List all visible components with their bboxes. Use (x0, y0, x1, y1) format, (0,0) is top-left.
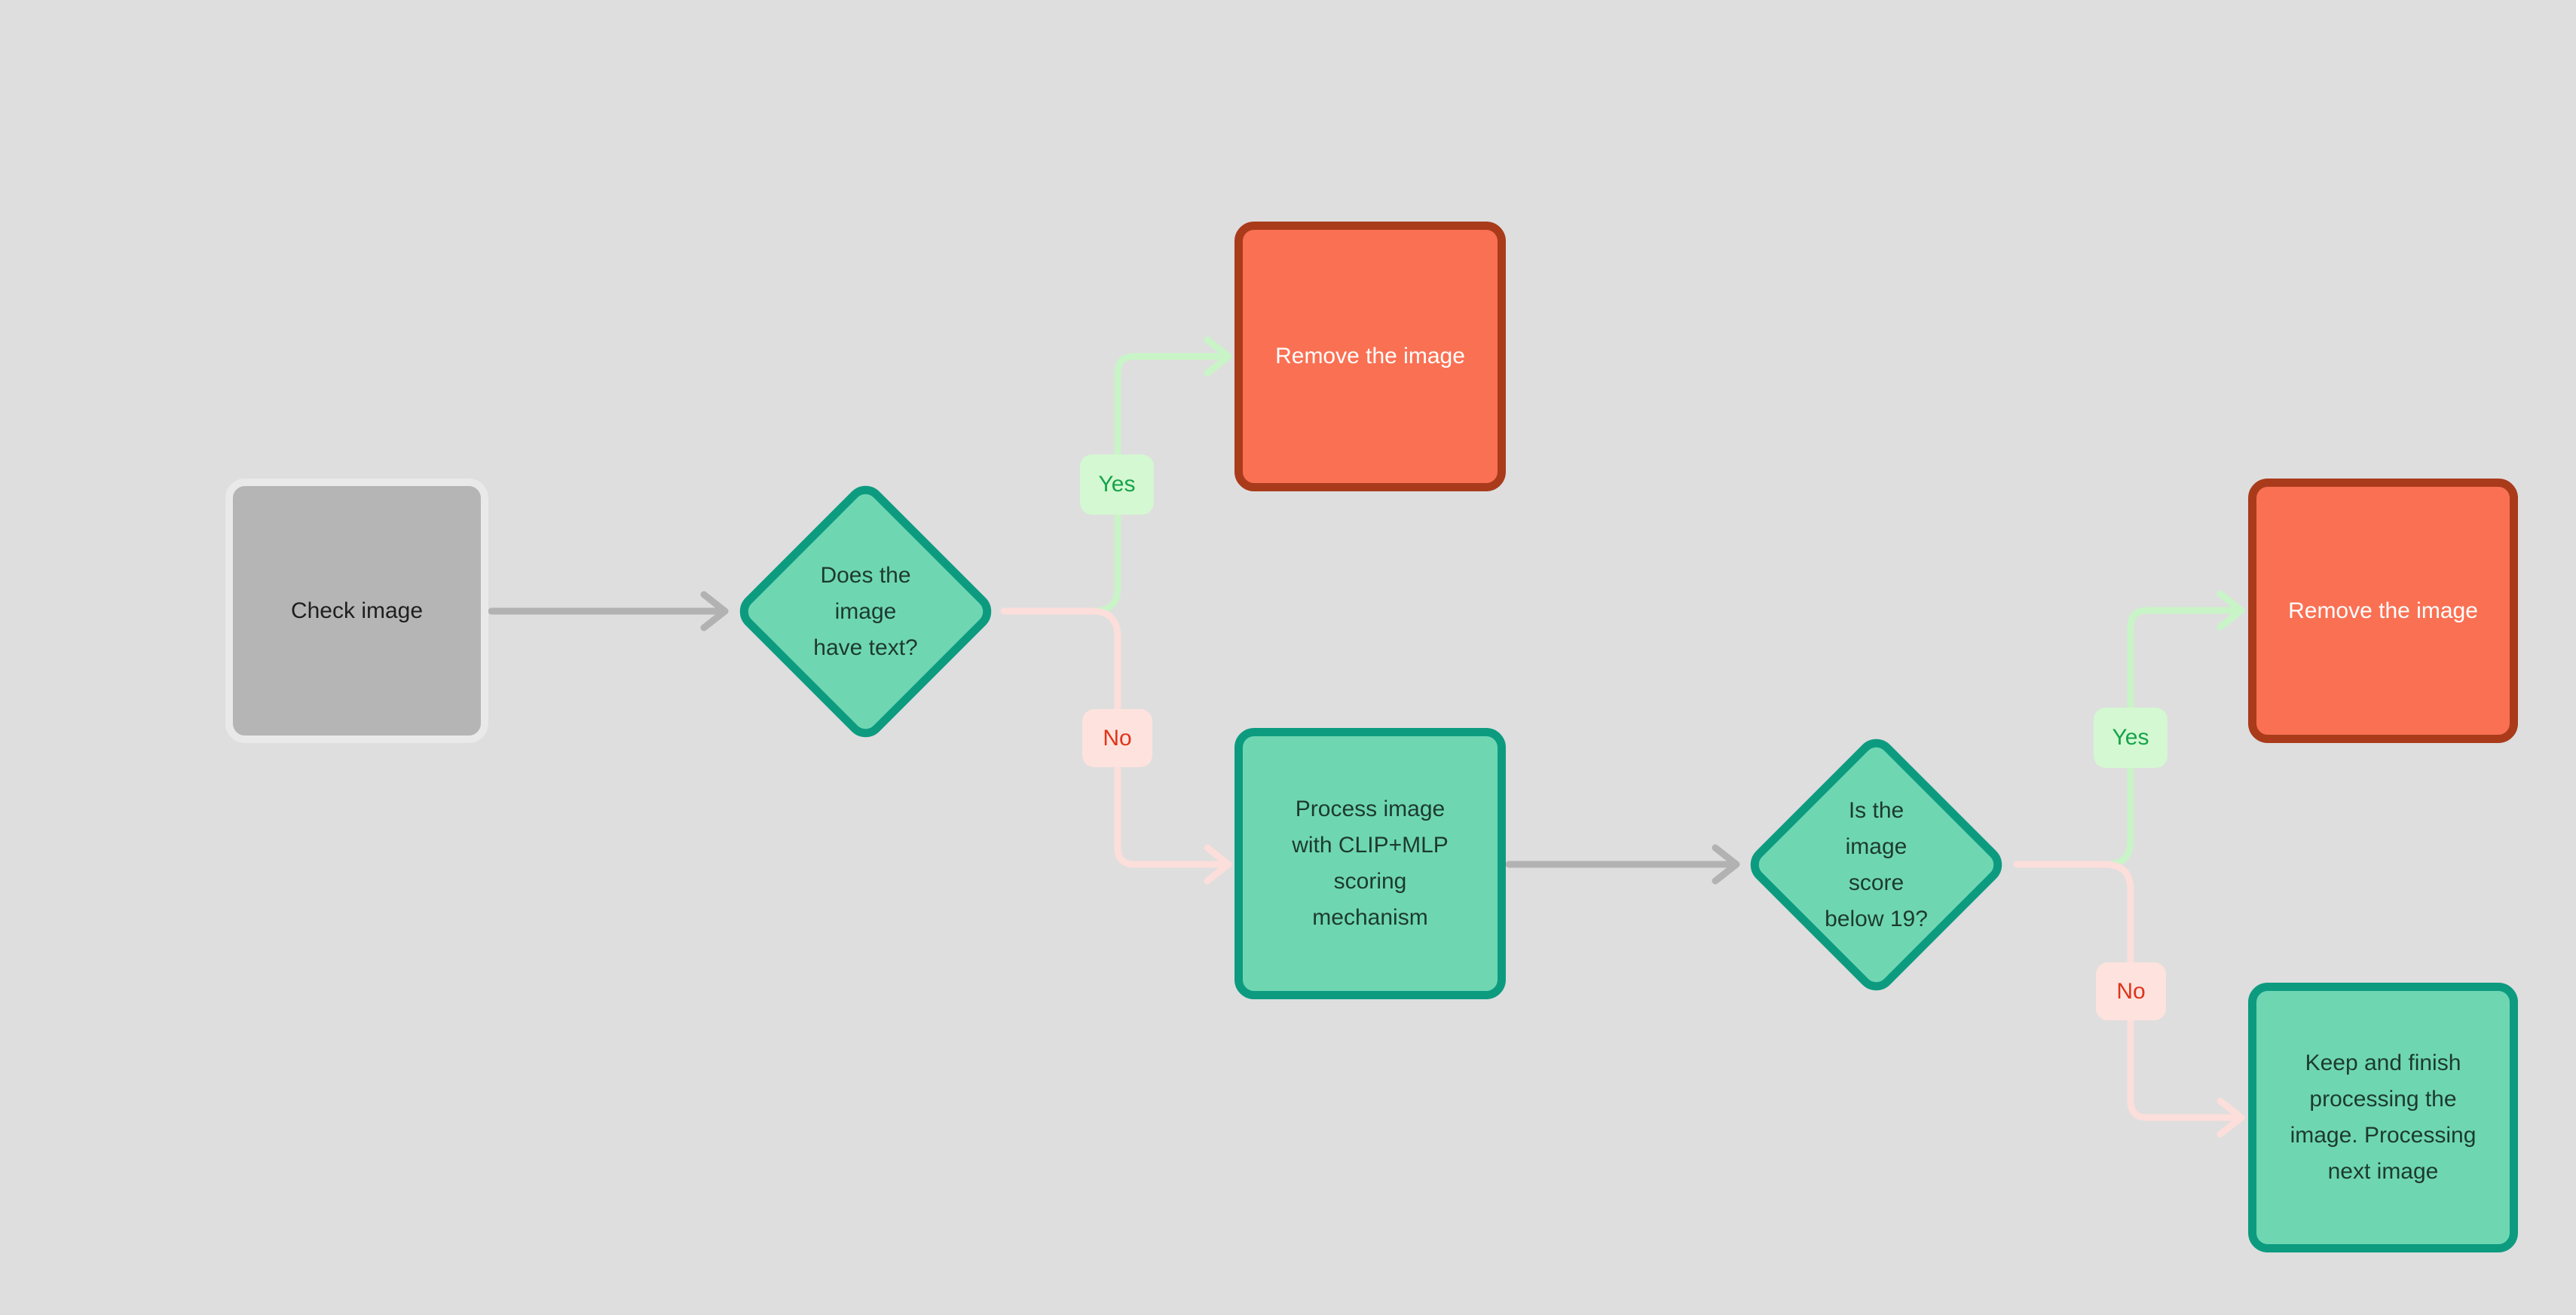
edge-label-yes-2[interactable]: Yes (2094, 708, 2168, 768)
node-process-clip-mlp[interactable]: Process image with CLIP+MLP scoring mech… (1234, 728, 1506, 999)
node-keep-finish-processing[interactable]: Keep and finish processing the image. Pr… (2248, 983, 2518, 1252)
node-decision-has-text[interactable]: Does the image have text? (732, 478, 999, 745)
decision-score-below-19-label: Is the image score below 19? (1825, 797, 1928, 931)
edge-decision2-yes-to-remove-right (2103, 590, 2245, 868)
node-remove-image-right[interactable]: Remove the image (2248, 479, 2518, 743)
edge-label-no-1[interactable]: No (1082, 709, 1152, 767)
edge-decision1-yes-to-remove-top (1090, 336, 1232, 615)
node-remove-image-top[interactable]: Remove the image (1234, 222, 1506, 491)
node-check-image[interactable]: Check image (225, 479, 488, 743)
edge-check-to-decision1 (488, 591, 729, 632)
decision-has-text-label: Does the image have text? (813, 562, 918, 660)
node-decision-score-below-19[interactable]: Is the image score below 19? (1742, 731, 2010, 998)
edge-process-to-decision2 (1505, 844, 1740, 885)
edge-label-no-2[interactable]: No (2096, 962, 2166, 1020)
edge-label-yes-1[interactable]: Yes (1080, 454, 1154, 515)
